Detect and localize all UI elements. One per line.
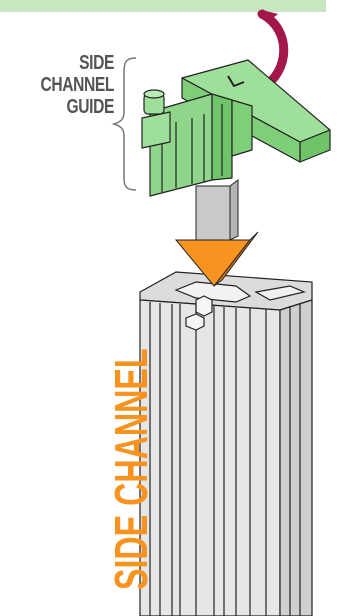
down-arrow-icon (176, 180, 258, 286)
side-channel-label-text: SIDE CHANNEL (108, 348, 154, 590)
guide-label-line-1: SIDE (36, 52, 114, 74)
guide-label-line-2: CHANNEL (36, 74, 114, 96)
side-channel-label: SIDE CHANNEL (108, 245, 154, 590)
guide-label-line-3: GUIDE (36, 96, 114, 118)
side-channel-illustration (140, 272, 312, 616)
side-channel-guide-label: SIDE CHANNEL GUIDE (36, 52, 114, 118)
top-band (0, 0, 326, 12)
side-channel-guide-illustration (142, 60, 330, 196)
label-brace (114, 58, 136, 190)
